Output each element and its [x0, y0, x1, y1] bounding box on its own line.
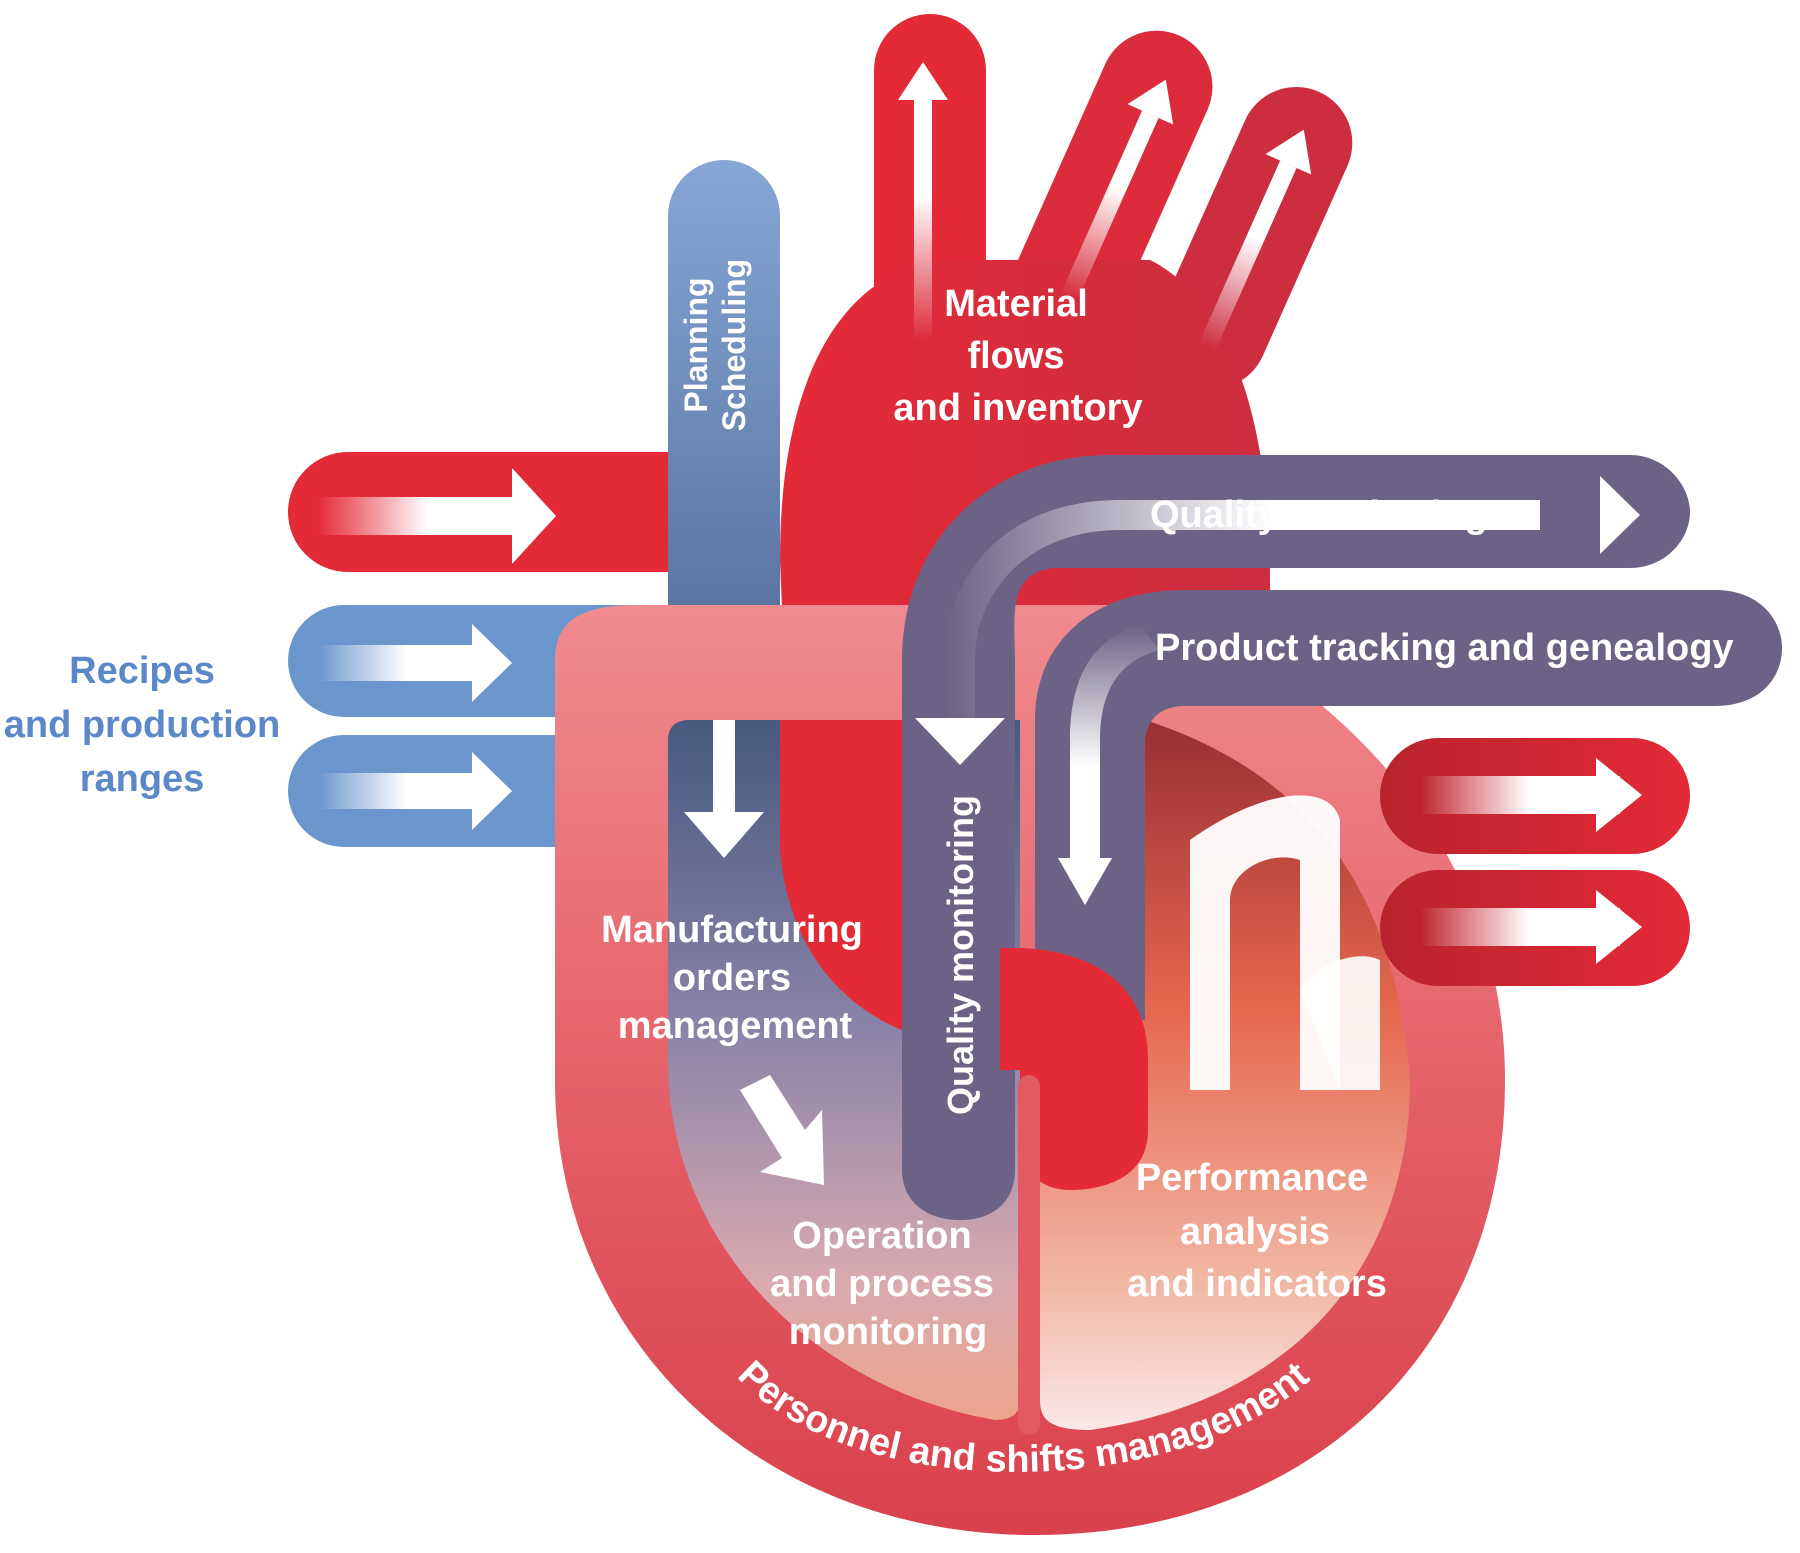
arrow-down-icon: [713, 720, 735, 812]
arrow-up-icon: [1060, 110, 1159, 301]
product-tracking-pipe: [1035, 590, 1782, 1020]
label-performance: Performance analysis and indicators: [1127, 1157, 1387, 1305]
arrow-right-icon: [1600, 476, 1640, 554]
label-material: Material flows and inventory: [893, 283, 1142, 429]
output-red-tube-2: [1380, 870, 1690, 986]
label-recipes-line1: Recipes: [69, 650, 215, 692]
label-manufacturing-line1: Manufacturing: [601, 909, 863, 951]
label-quality-monitoring-top: Quality monitoring: [1150, 494, 1488, 536]
arrow-right-icon: [1420, 908, 1620, 946]
label-manufacturing: Manufacturing orders management: [601, 909, 863, 1047]
label-recipes-line3: ranges: [80, 758, 205, 800]
label-operation: Operation and process monitoring: [770, 1215, 994, 1353]
label-material-line2: flows: [967, 335, 1064, 377]
label-performance-line2: analysis: [1180, 1211, 1330, 1253]
septum: [1000, 948, 1148, 1435]
label-manufacturing-line2: orders: [673, 957, 791, 999]
input-red-tube: [288, 452, 748, 572]
arrow-down-icon: [1058, 858, 1112, 905]
arrow-right-icon: [318, 773, 478, 809]
label-recipes-line2: and production: [4, 704, 281, 746]
output-red-tube-1: [1380, 738, 1690, 854]
label-performance-line3: and indicators: [1127, 1263, 1387, 1305]
quality-monitoring-pipe: [902, 455, 1690, 1220]
label-material-line1: Material: [944, 283, 1088, 325]
arrow-right-icon: [1420, 776, 1620, 814]
label-manufacturing-line3: management: [618, 1005, 853, 1047]
label-operation-line1: Operation: [792, 1215, 971, 1257]
arrow-right-icon: [318, 497, 518, 535]
arrow-up-icon: [914, 100, 932, 340]
label-planning-line1: Planning: [678, 277, 714, 412]
label-operation-line2: and process: [770, 1263, 994, 1305]
label-material-line3: and inventory: [893, 387, 1142, 429]
label-planning: Planning Scheduling: [678, 259, 752, 431]
arrow-right-icon: [318, 645, 478, 681]
label-operation-line3: monitoring: [789, 1311, 987, 1353]
label-performance-line1: Performance: [1136, 1157, 1368, 1199]
vessel-curve-icon: [1190, 795, 1340, 1090]
label-product-tracking: Product tracking and genealogy: [1155, 627, 1734, 669]
arrow-up-icon: [1198, 160, 1297, 351]
arrow-down-icon: [915, 718, 1005, 765]
arrow-diagonal-icon: [740, 1075, 824, 1185]
label-quality-monitoring-vertical: Quality monitoring: [940, 795, 981, 1115]
label-planning-line2: Scheduling: [716, 259, 752, 431]
label-recipes: Recipes and production ranges: [4, 650, 281, 800]
